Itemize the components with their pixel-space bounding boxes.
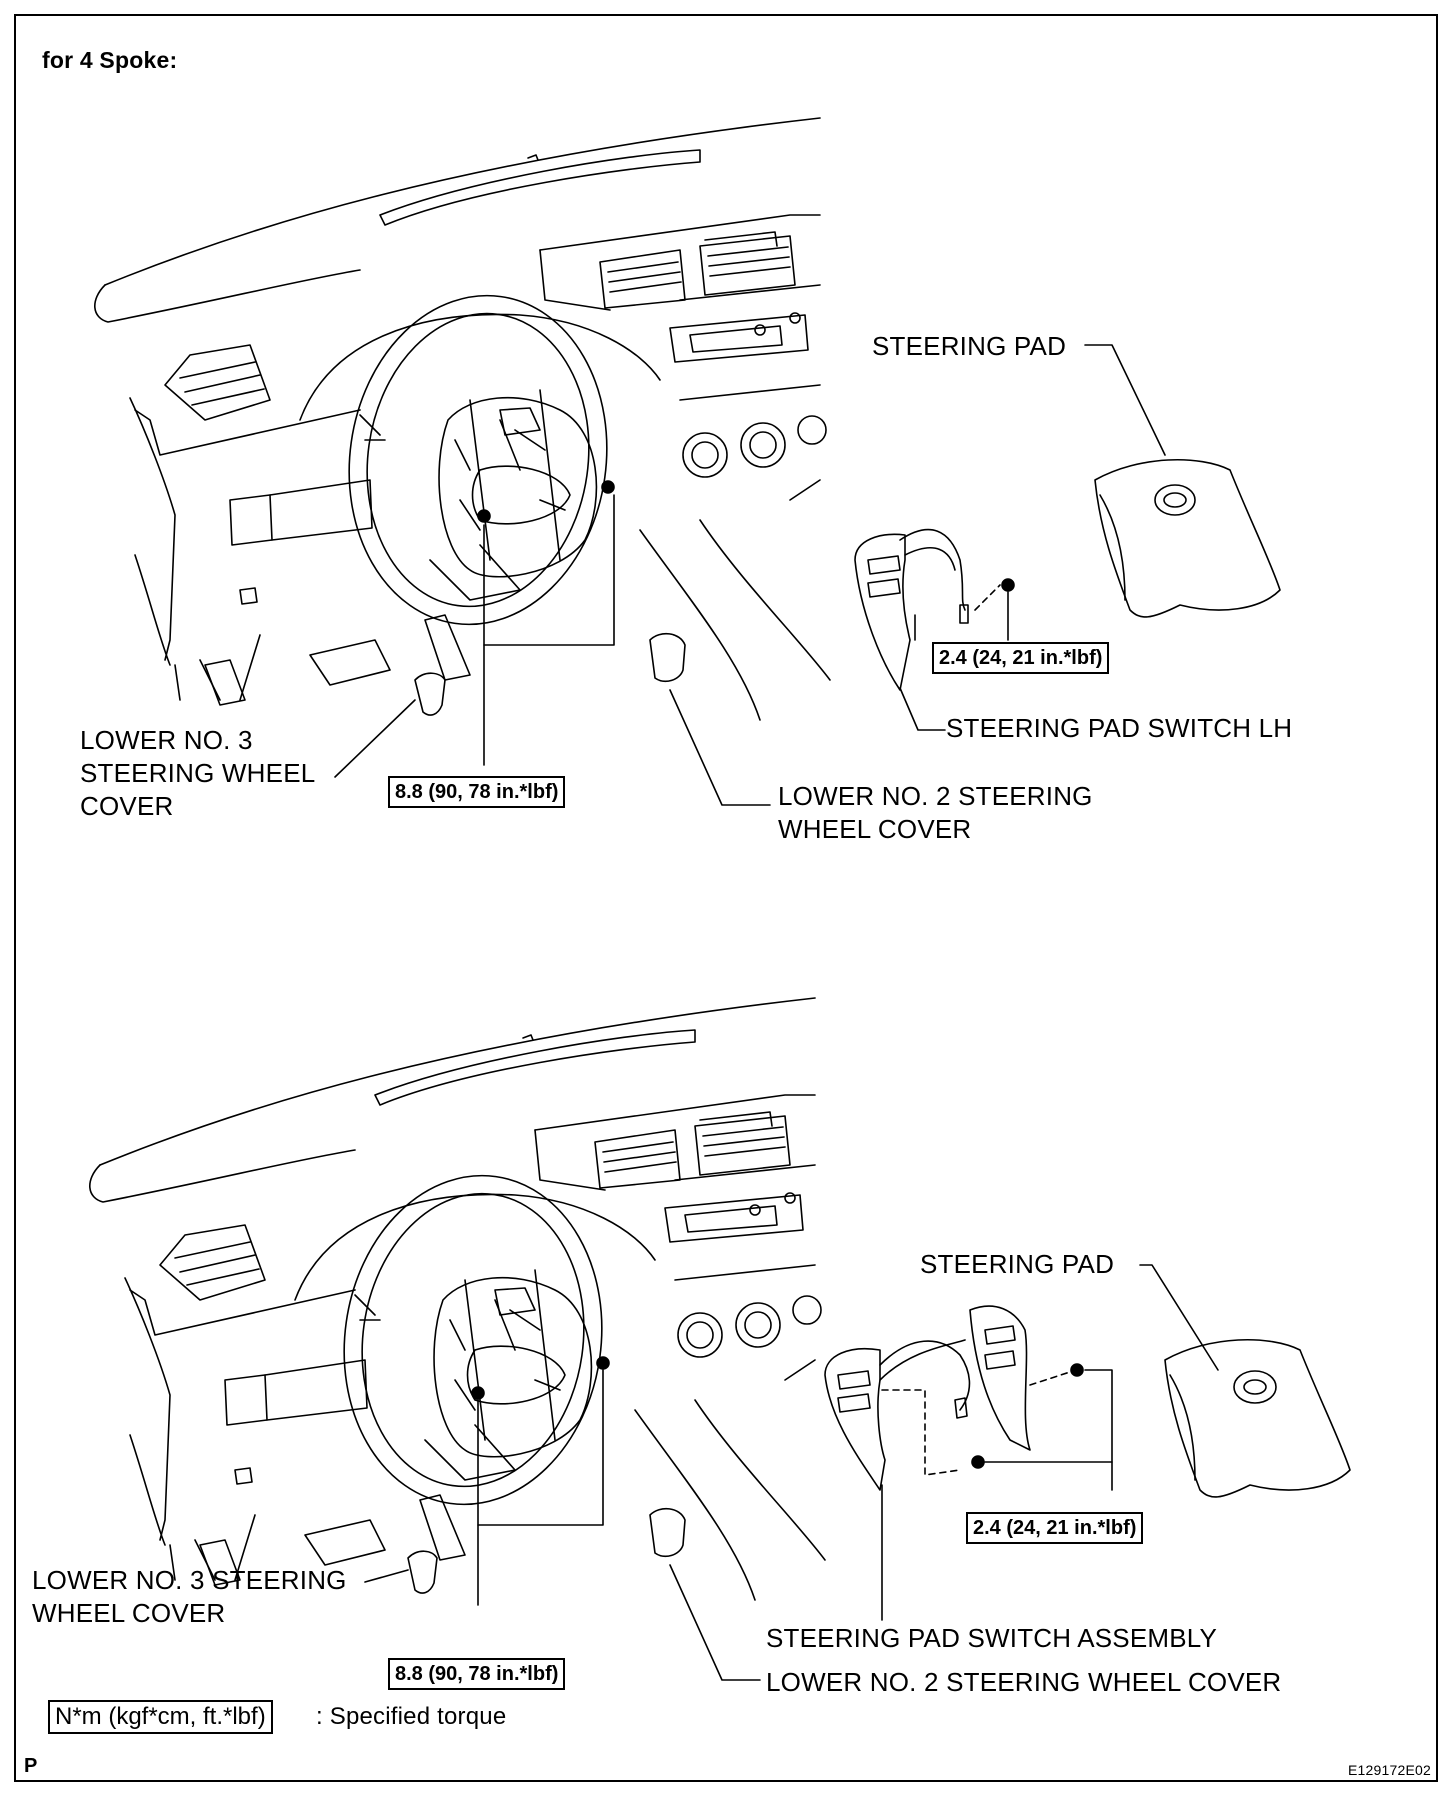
top-steering-pad-label: STEERING PAD bbox=[872, 331, 1067, 361]
bottom-dashboard-illustration bbox=[88, 997, 826, 1601]
legend-description: : Specified torque bbox=[316, 1703, 507, 1730]
top-lower-no3-line2: STEERING WHEEL bbox=[80, 758, 316, 788]
top-wheel-bolt-left bbox=[477, 509, 491, 523]
figure-id: E129172E02 bbox=[1348, 1762, 1431, 1778]
top-dashboard-illustration bbox=[93, 117, 831, 721]
bottom-lower-no3-line1: LOWER NO. 3 STEERING bbox=[32, 1565, 347, 1595]
top-lower-no2-line1: LOWER NO. 2 STEERING bbox=[778, 781, 1093, 811]
bottom-steering-pad-switch-label: STEERING PAD SWITCH ASSEMBLY bbox=[766, 1623, 1218, 1653]
bottom-lower-no2-label: LOWER NO. 2 STEERING WHEEL COVER bbox=[766, 1667, 1282, 1697]
bottom-steering-pad-label: STEERING PAD bbox=[920, 1249, 1115, 1279]
top-lower-no3-line1: LOWER NO. 3 bbox=[80, 725, 253, 755]
top-wheel-bolt-right bbox=[601, 480, 615, 494]
top-steering-pad-switch-label: STEERING PAD SWITCH LH bbox=[946, 713, 1293, 743]
footer-code: P bbox=[24, 1755, 38, 1777]
top-switch-torque-box: 2.4 (24, 21 in.*lbf) bbox=[932, 642, 1110, 674]
top-lower-no3-line3: COVER bbox=[80, 791, 174, 821]
page-title: for 4 Spoke: bbox=[42, 47, 178, 73]
bottom-wheel-torque-box: 8.8 (90, 78 in.*lbf) bbox=[388, 1658, 566, 1690]
top-lower-no2-line2: WHEEL COVER bbox=[778, 814, 972, 844]
bottom-switch-torque-box: 2.4 (24, 21 in.*lbf) bbox=[966, 1512, 1144, 1544]
bottom-lower-no3-line2: WHEEL COVER bbox=[32, 1598, 226, 1628]
top-wheel-torque-box: 8.8 (90, 78 in.*lbf) bbox=[388, 776, 566, 808]
diagram-frame bbox=[14, 14, 1438, 1782]
legend-torque-box: N*m (kgf*cm, ft.*lbf) bbox=[48, 1700, 273, 1734]
